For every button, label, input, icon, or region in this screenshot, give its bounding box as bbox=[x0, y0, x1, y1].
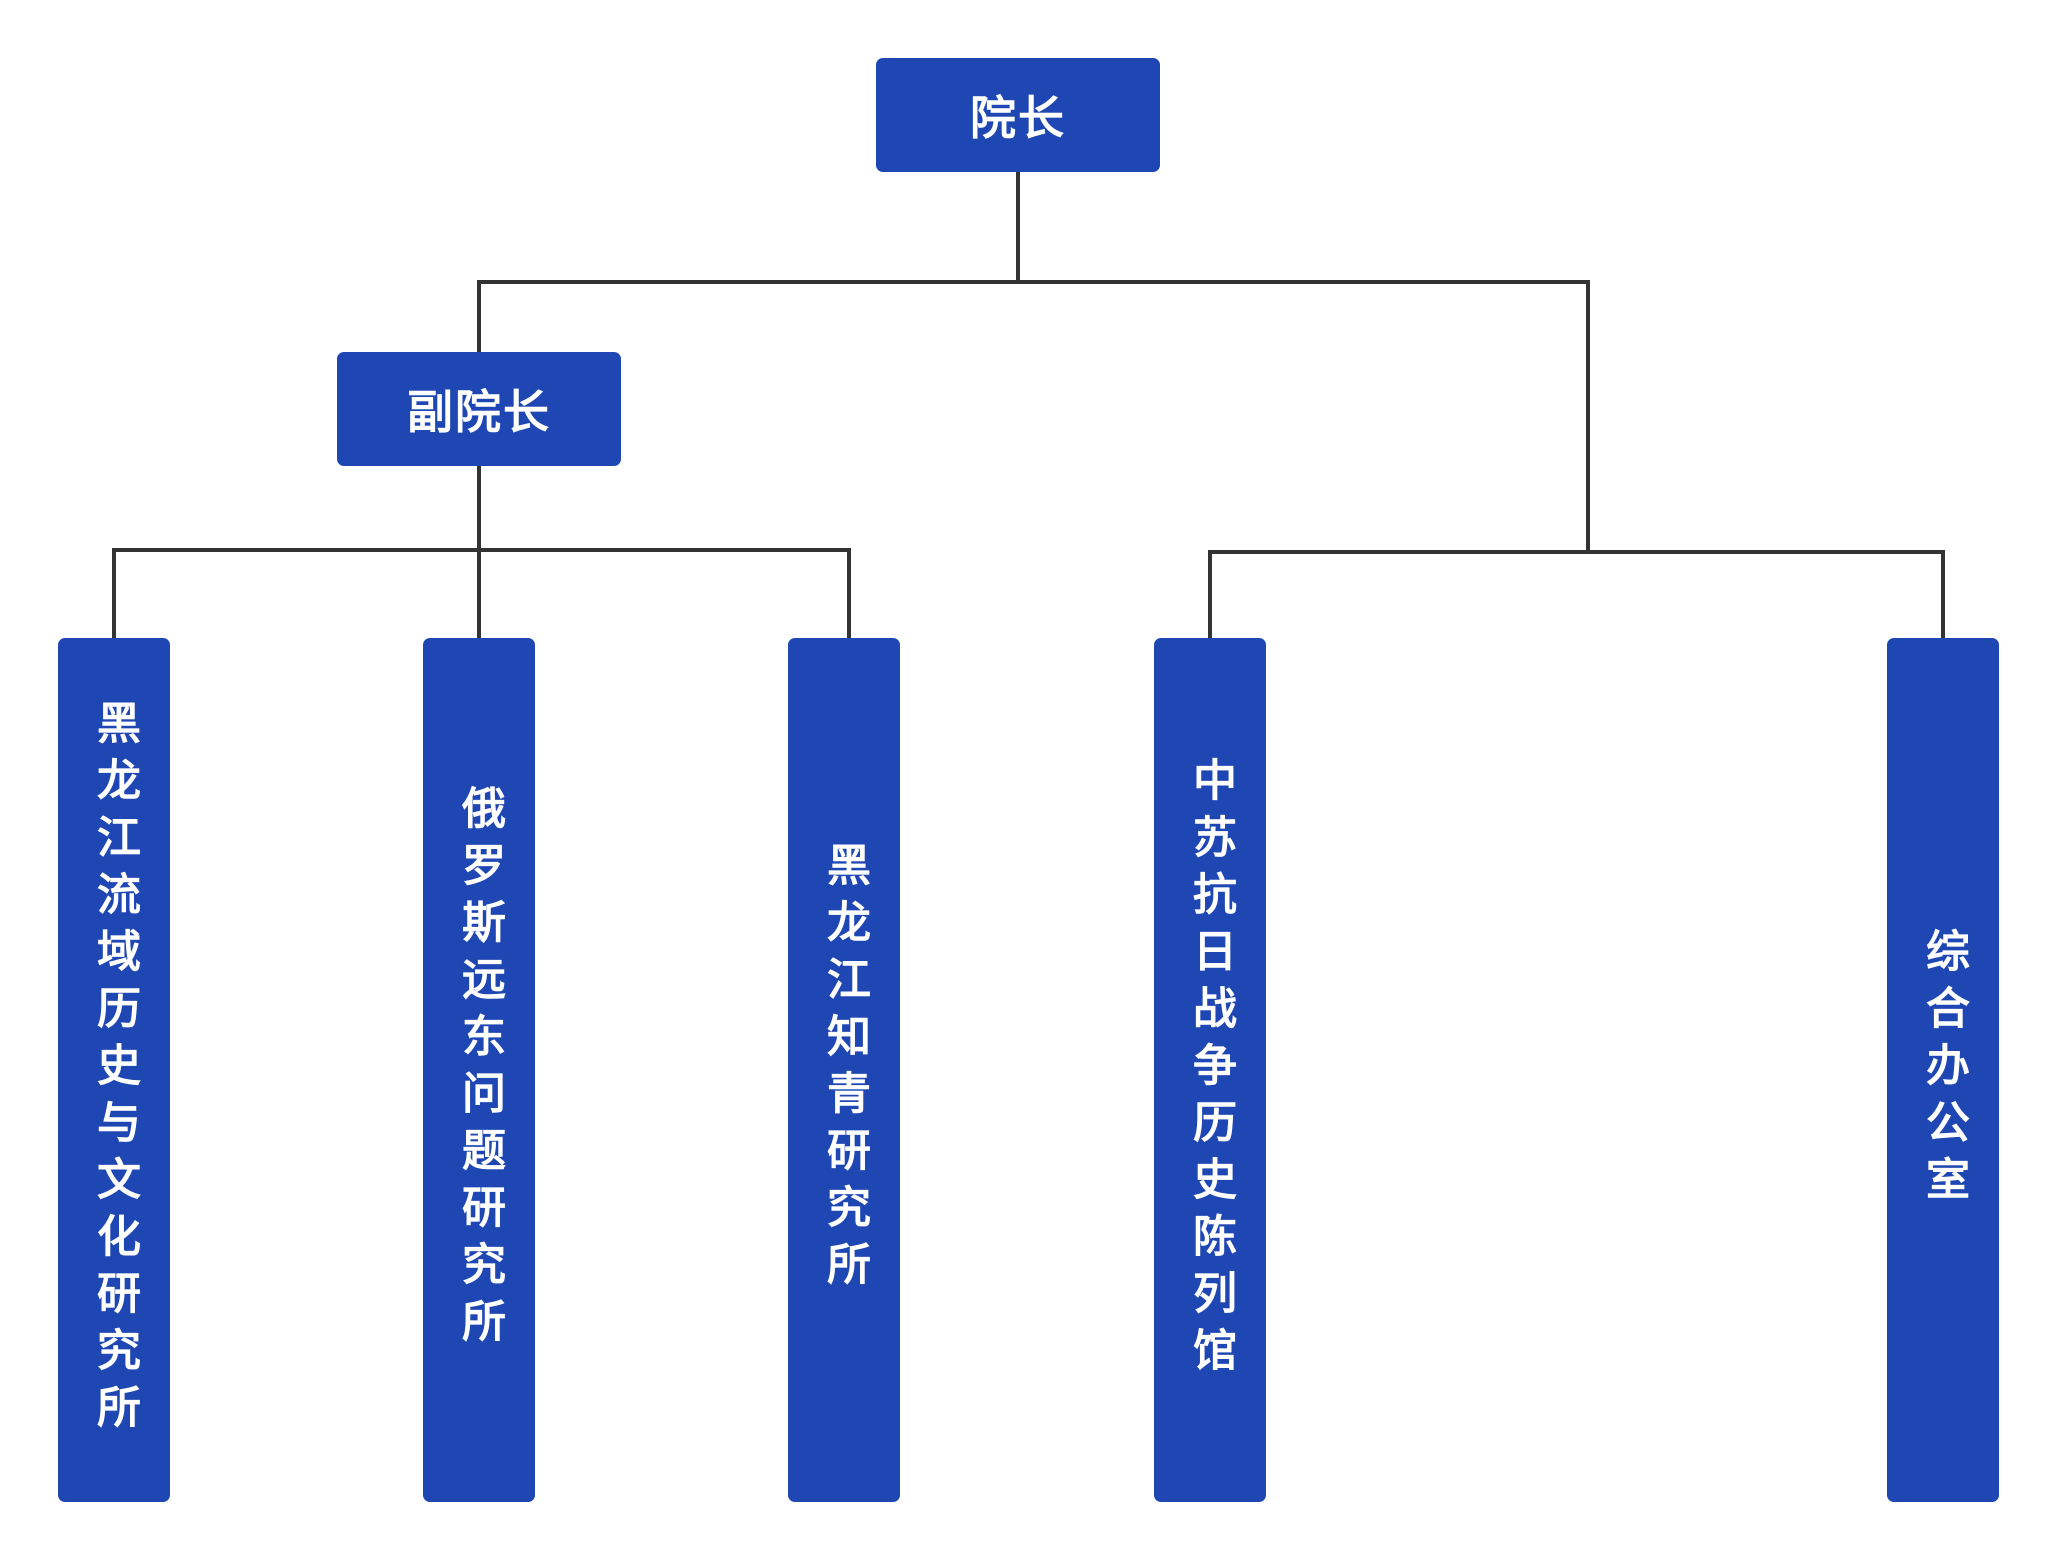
node-vice-president: 副院长 bbox=[337, 352, 621, 466]
node-president: 院长 bbox=[876, 58, 1160, 172]
node-department-2: 俄罗斯远东问题研究所 bbox=[423, 638, 535, 1502]
node-department-5: 综合办公室 bbox=[1887, 638, 1999, 1502]
department-label: 综合办公室 bbox=[1918, 927, 1969, 1213]
node-department-4: 中苏抗日战争历史陈列馆 bbox=[1154, 638, 1266, 1502]
department-label: 黑龙江流域历史与文化研究所 bbox=[89, 699, 140, 1441]
department-label: 中苏抗日战争历史陈列馆 bbox=[1185, 756, 1236, 1384]
node-department-1: 黑龙江流域历史与文化研究所 bbox=[58, 638, 170, 1502]
node-department-3: 黑龙江知青研究所 bbox=[788, 638, 900, 1502]
department-label: 俄罗斯远东问题研究所 bbox=[454, 785, 505, 1355]
node-president-label: 院长 bbox=[970, 91, 1066, 145]
department-label: 黑龙江知青研究所 bbox=[819, 842, 870, 1298]
node-vice-president-label: 副院长 bbox=[407, 385, 551, 439]
